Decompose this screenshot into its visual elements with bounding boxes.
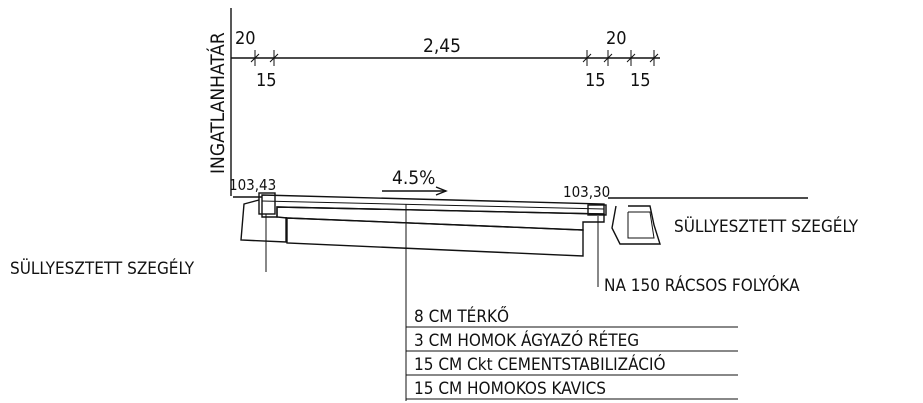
- pavement-structure: [261, 194, 605, 257]
- elevation-right: 103,30: [563, 183, 610, 201]
- elevation-left: 103,43: [229, 176, 276, 194]
- dim-main: 2,45: [423, 35, 461, 57]
- layer-legend: 8 CM TÉRKŐ 3 CM HOMOK ÁGYAZÓ RÉTEG 15 CM…: [406, 305, 738, 400]
- gutter-label: NA 150 RÁCSOS FOLYÓKA: [604, 274, 800, 296]
- dimension-chain: 20 15 2,45 20 15 15: [230, 28, 660, 91]
- gutter-drain: [587, 204, 607, 287]
- base-layer: [276, 206, 605, 231]
- dim-tick: [582, 53, 592, 63]
- dim-top-left: 20: [235, 28, 256, 49]
- curb-left-label: SÜLLYESZTETT SZEGÉLY: [10, 257, 195, 279]
- layer-1: 8 CM TÉRKŐ: [414, 305, 509, 327]
- sand-bed-layer: [261, 200, 605, 210]
- slope-arrow: [382, 186, 448, 196]
- gravel-layer: [286, 217, 584, 257]
- left-curb: [240, 192, 287, 272]
- dim-top-right: 20: [606, 28, 627, 49]
- slope-label: 4.5%: [392, 167, 435, 189]
- layer-4: 15 CM HOMOKOS KAVICS: [414, 379, 606, 399]
- dim-tick: [649, 53, 659, 63]
- layer-3: 15 CM Ckt CEMENTSTABILIZÁCIÓ: [414, 353, 666, 375]
- dim-tick: [269, 53, 279, 63]
- right-curb: [611, 205, 661, 245]
- dim-tick: [626, 53, 636, 63]
- dim-bottom-right-1: 15: [585, 70, 606, 91]
- layer-2: 3 CM HOMOK ÁGYAZÓ RÉTEG: [414, 329, 639, 351]
- dim-bottom-right-2: 15: [630, 70, 651, 91]
- surface-layer: [261, 194, 605, 218]
- curb-right-label: SÜLLYESZTETT SZEGÉLY: [674, 215, 859, 237]
- property-line-label: INGATLANHATÁR: [206, 32, 229, 174]
- dim-tick: [603, 53, 613, 63]
- dim-bottom-left: 15: [256, 70, 277, 91]
- dim-tick: [250, 53, 260, 63]
